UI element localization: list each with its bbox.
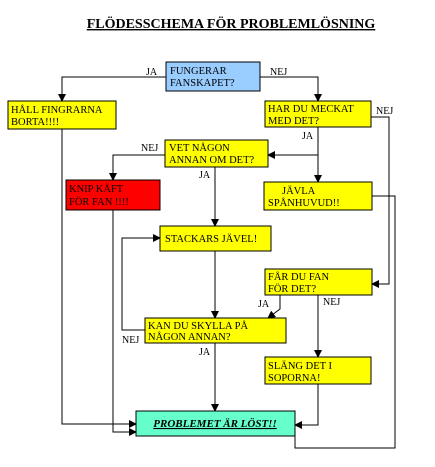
connector-skylla-nej [121,234,161,331]
box-start-line1: FUNGERAR [170,66,227,77]
connector-start-nej [260,76,322,102]
connector-start-ja [58,76,166,102]
label-skylla-nej: NEJ [122,335,139,346]
box-slang-line1: SLÄNG DET I [268,360,332,372]
branch-labels: JA NEJ NEJ JA NEJ JA JA NEJ NEJ JA [122,67,393,358]
box-slang-line2: SOPORNA! [268,373,321,384]
connector-meckat-nej [371,116,390,288]
box-vet-line2: ANNAN OM DET? [169,155,254,166]
box-far-line1: FÅR DU FAN [268,271,329,283]
box-vet-line1: VET NÅGON [169,142,230,154]
box-javla-line2: SPÅNHUVUD!! [268,197,340,209]
label-vet-nej: NEJ [141,143,158,154]
box-final-line1: PROBLEMET ÄR LÖST!! [153,417,276,430]
box-hall: HÅLL FINGRARNA BORTA!!!! [7,100,117,130]
label-vet-ja: JA [199,170,211,181]
connector-slang-final [294,384,319,429]
box-javla: JÄVLA SPÅNHUVUD!! [263,181,373,211]
page-title: FLÖDESSCHEMA FÖR PROBLEMLÖSNING [87,15,376,32]
label-start-nej: NEJ [270,67,287,78]
label-far-ja: JA [258,299,270,310]
box-meckat-line2: MED DET? [268,116,319,127]
box-knip-line1: KNIP KÄFT [69,183,124,195]
box-javla-line1: JÄVLA [282,185,316,197]
box-knip-line2: FÖR FAN !!!! [69,196,129,208]
box-stackars: STACKARS JÄVEL! [159,225,272,252]
connector-hall-final [61,129,137,428]
connector-knip-final [112,210,137,436]
label-start-ja: JA [146,67,158,78]
label-skylla-ja: JA [199,347,211,358]
box-hall-line1: HÅLL FINGRARNA [11,104,103,116]
box-skylla-line2: NÅGON ANNAN? [148,331,231,343]
connector-far-ja [267,295,281,319]
connector-vet-nej [109,154,165,181]
box-final: PROBLEMET ÄR LÖST!! [135,410,296,437]
label-meckat-nej: NEJ [376,106,393,117]
label-meckat-ja: JA [302,131,314,142]
box-far-line2: FÖR DET? [268,283,316,295]
box-meckat-line1: HAR DU MECKAT [268,104,354,115]
box-vet: VET NÅGON ANNAN OM DET? [164,139,269,168]
connectors [58,76,396,449]
box-hall-line2: BORTA!!!! [11,117,59,128]
connector-javla-final [294,195,396,449]
box-stackars-line1: STACKARS JÄVEL! [165,233,257,245]
box-far: FÅR DU FAN FÖR DET? [264,268,373,296]
label-far-nej: NEJ [323,297,340,308]
box-meckat: HAR DU MECKAT MED DET? [264,100,372,128]
box-start-line2: FANSKAPET? [170,78,235,89]
box-slang: SLÄNG DET I SOPORNA! [264,356,372,385]
box-knip: KNIP KÄFT FÖR FAN !!!! [65,179,161,211]
box-skylla-line1: KAN DU SKYLLA PÅ [148,320,248,332]
box-skylla: KAN DU SKYLLA PÅ NÅGON ANNAN? [144,317,287,344]
box-start: FUNGERAR FANSKAPET? [165,61,261,92]
